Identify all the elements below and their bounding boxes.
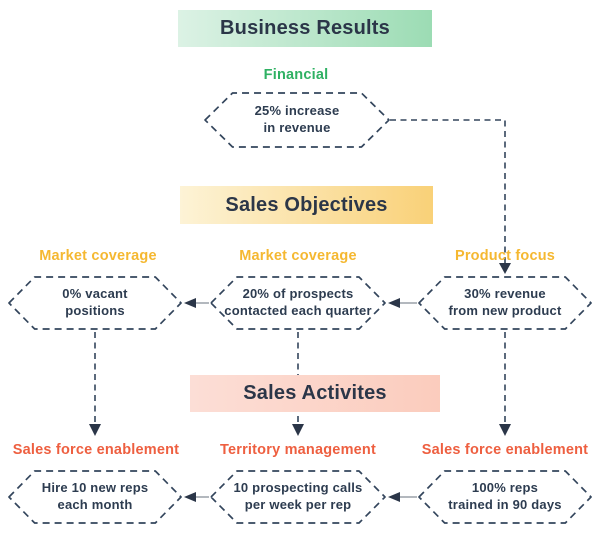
- banner-sales-activities: Sales Activites: [190, 375, 440, 412]
- node-text: 0% vacant positions: [62, 286, 128, 318]
- node-prospects-contacted: 20% of prospects contacted each quarter: [210, 276, 386, 330]
- node-revenue-increase: 25% increase in revenue: [204, 92, 390, 148]
- node-text: Hire 10 new reps each month: [41, 480, 149, 512]
- arrowhead-down-product-focus: [499, 263, 511, 274]
- node-text: 25% increase in revenue: [254, 103, 340, 135]
- label-product-focus: Product focus: [454, 248, 556, 264]
- label-sales-force-enablement-2: Sales force enablement: [421, 442, 589, 458]
- arrowhead-left-vacant: [184, 298, 196, 308]
- hexagon-shape: [8, 470, 182, 524]
- arrowhead-left-hire: [184, 492, 196, 502]
- banner-business-results: Business Results: [178, 10, 432, 47]
- node-text: 10 prospecting calls per week per rep: [233, 480, 363, 512]
- arrowhead-down-calls: [292, 424, 304, 436]
- node-text: 20% of prospects contacted each quarter: [224, 286, 372, 318]
- arrowhead-down-hire: [89, 424, 101, 436]
- node-vacant-positions: 0% vacant positions: [8, 276, 182, 330]
- label-financial: Financial: [263, 67, 329, 83]
- node-reps-trained: 100% reps trained in 90 days: [418, 470, 592, 524]
- label-market-coverage-1: Market coverage: [39, 248, 157, 264]
- label-sales-force-enablement-1: Sales force enablement: [12, 442, 180, 458]
- hexagon-shape: [210, 470, 386, 524]
- node-text: 100% reps trained in 90 days: [448, 480, 562, 512]
- hexagon-shape: [210, 276, 386, 330]
- arrowhead-left-calls: [388, 492, 400, 502]
- hexagon-shape: [204, 92, 390, 148]
- node-text: 30% revenue from new product: [448, 286, 562, 318]
- arrowhead-left-prospects: [388, 298, 400, 308]
- node-hire-reps: Hire 10 new reps each month: [8, 470, 182, 524]
- hexagon-shape: [418, 276, 592, 330]
- arrowhead-down-trained: [499, 424, 511, 436]
- connector-revenue-to-product-focus: [390, 119, 506, 263]
- banner-sales-objectives: Sales Objectives: [180, 186, 433, 224]
- hexagon-shape: [418, 470, 592, 524]
- label-territory-management: Territory management: [219, 442, 377, 458]
- label-market-coverage-2: Market coverage: [239, 248, 357, 264]
- node-revenue-new-product: 30% revenue from new product: [418, 276, 592, 330]
- hexagon-shape: [8, 276, 182, 330]
- node-prospecting-calls: 10 prospecting calls per week per rep: [210, 470, 386, 524]
